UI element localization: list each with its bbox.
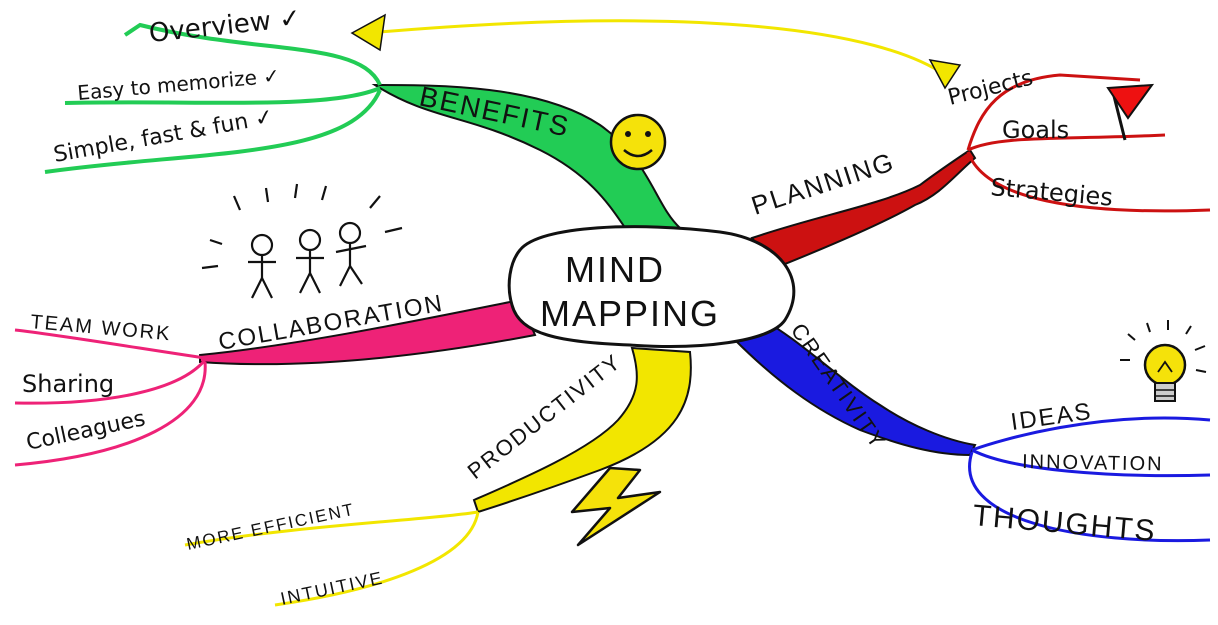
center-title-line1: MIND — [565, 249, 665, 290]
collaboration-item-colleagues: Colleagues — [24, 406, 148, 456]
productivity-item-intuitive: INTUITIVE — [279, 568, 386, 609]
smiley-face-icon — [609, 113, 667, 171]
cycle-arrow — [350, 13, 962, 90]
branch-planning: Projects Goals Strategies PLANNING — [748, 66, 1211, 270]
arrowhead-left-icon — [350, 13, 386, 52]
planning-item-strategies: Strategies — [989, 173, 1114, 212]
branch-creativity: IDEAS INNOVATION THOUGHTS CREATIVITY — [733, 316, 1211, 548]
branch-collaboration: TEAM WORK Sharing Colleagues COLLABORATI… — [14, 183, 537, 467]
collaboration-item-teamwork: TEAM WORK — [30, 311, 173, 345]
arrowhead-down-icon — [928, 59, 962, 90]
creativity-item-innovation: INNOVATION — [1022, 451, 1164, 475]
collaboration-item-sharing: Sharing — [22, 370, 114, 398]
creativity-item-ideas: IDEAS — [1009, 398, 1094, 436]
branch-productivity: MORE EFFICIENT INTUITIVE PRODUCTIVITY — [184, 346, 692, 609]
planning-item-goals: Goals — [1002, 116, 1069, 144]
lightbulb-icon — [1120, 320, 1207, 402]
red-flag-icon — [1106, 83, 1155, 141]
benefits-item-easy: Easy to memorize ✓ — [76, 63, 280, 105]
stick-figures-icon — [201, 183, 403, 299]
center-title-line2: MAPPING — [540, 293, 720, 334]
lightning-bolt-icon — [570, 466, 662, 547]
creativity-item-thoughts: THOUGHTS — [971, 499, 1158, 548]
center-node: MIND MAPPING — [507, 225, 796, 348]
